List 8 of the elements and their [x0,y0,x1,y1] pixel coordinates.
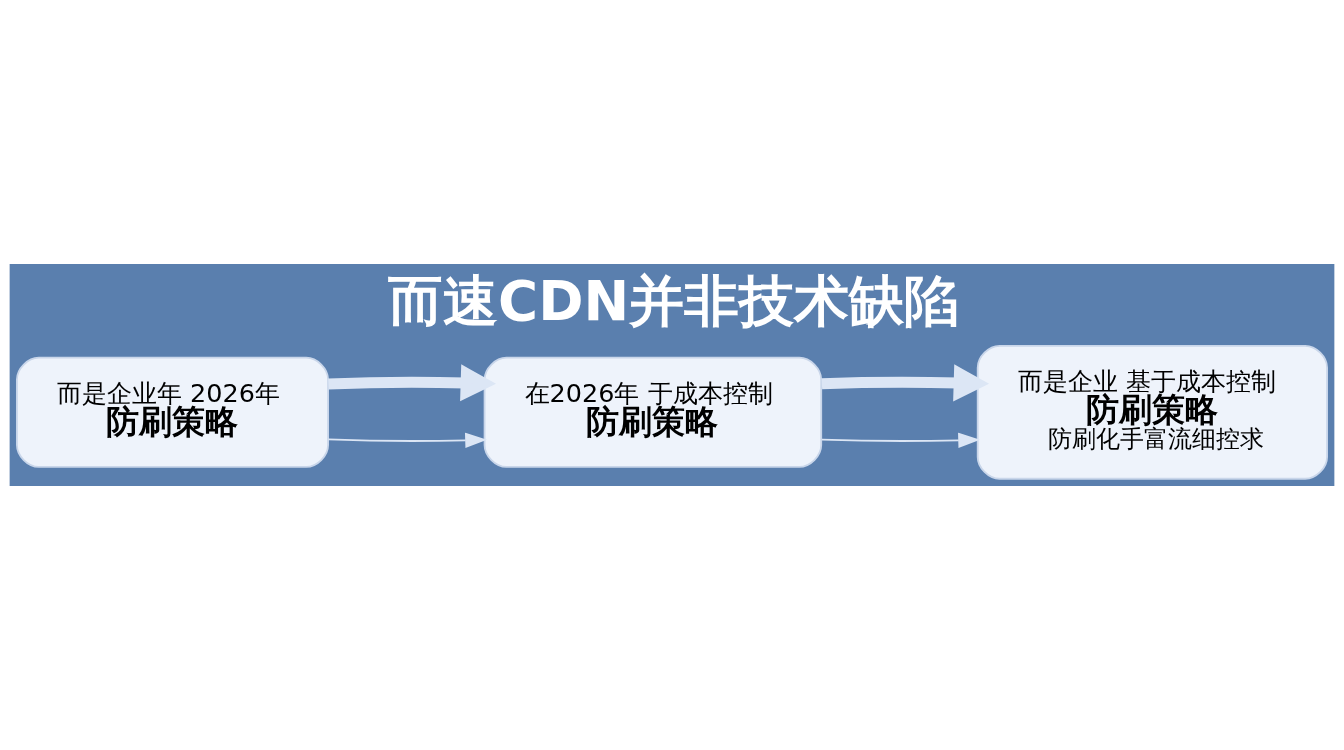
diagram-title: 而速CDN并非技术缺陷 [388,269,960,334]
arrow [327,432,488,448]
node-box: 而是企业 基于成本控制 防刷策略 防刷化手富流细控求 [976,344,1328,480]
arrow [328,364,497,402]
arrow [821,364,990,402]
node-box: 而是企业年 2026年 防刷策略 [16,356,329,468]
arrow [821,432,981,448]
node-box: 在2026年 于成本控制 防刷策略 [483,356,823,468]
